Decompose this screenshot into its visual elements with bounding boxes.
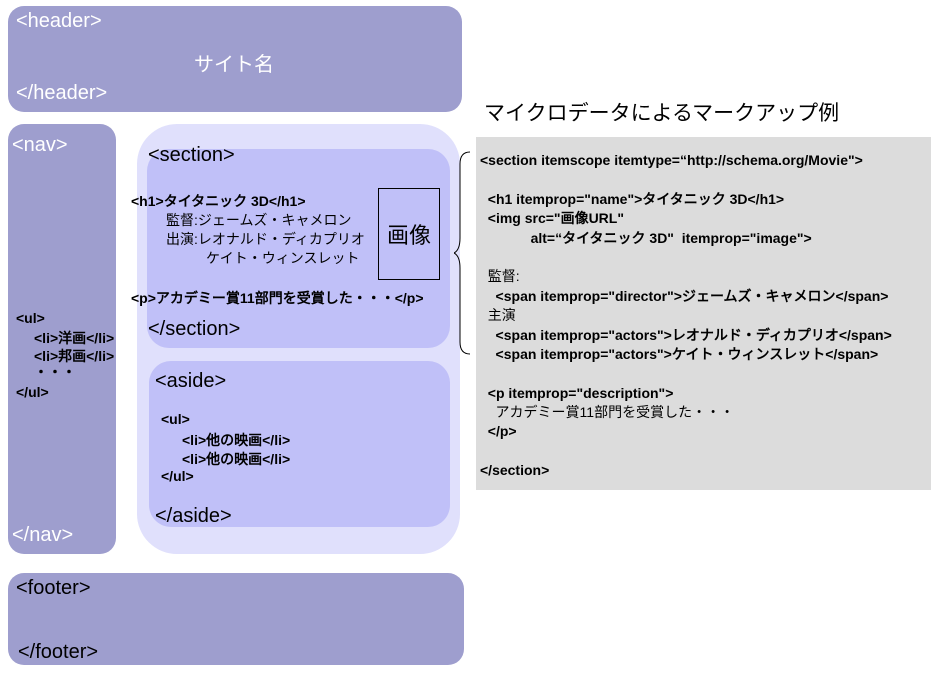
nav-block: <nav> <ul> <li>洋画</li> <li>邦画</li> ・・・ <… (8, 124, 116, 554)
section-actors-2: ケイト・ウィンスレット (206, 250, 360, 266)
code-line: <span itemprop="director">ジェームズ・キャメロン</s… (480, 287, 889, 304)
nav-list-line: <li>邦画</li> (34, 348, 115, 364)
code-line: </section> (480, 462, 550, 479)
code-line: <span itemprop="actors">レオナルド・ディカプリオ</sp… (480, 326, 892, 343)
nav-list-line: ・・・ (34, 364, 76, 380)
section-close-tag: </section> (148, 318, 241, 340)
code-line: 主演 (480, 307, 516, 324)
markup-code-box: <section itemscope itemtype=“http://sche… (476, 137, 931, 490)
image-label: 画像 (386, 223, 431, 248)
brace-icon (454, 151, 471, 355)
header-close-tag: </header> (16, 82, 108, 104)
nav-list-line: </ul> (16, 384, 49, 400)
code-line: <section itemscope itemtype=“http://sche… (480, 152, 863, 168)
footer-open-tag: <footer> (16, 577, 91, 599)
site-name: サイト名 (194, 54, 274, 76)
footer-block: <footer> </footer> (8, 573, 464, 665)
aside-block (149, 361, 450, 527)
nav-list-line: <li>洋画</li> (34, 330, 115, 346)
section-director: 監督:ジェームズ・キャメロン (166, 212, 352, 228)
nav-open-tag: <nav> (12, 134, 68, 156)
section-actors-1: 出演:レオナルド・ディカプリオ (166, 231, 365, 247)
markup-title: マイクロデータによるマークアップ例 (484, 102, 840, 125)
footer-close-tag: </footer> (18, 641, 99, 663)
code-line (480, 170, 892, 189)
aside-open-tag: <aside> (155, 370, 227, 392)
header-block: <header> サイト名 </header> (8, 6, 462, 112)
header-open-tag: <header> (16, 10, 102, 32)
section-h1: <h1>タイタニック 3D</h1> (131, 193, 306, 209)
code-line (480, 442, 892, 461)
code-line: <p itemprop="description"> (480, 384, 674, 401)
section-open-tag: <section> (148, 144, 235, 166)
aside-list-line: <li>他の映画</li> (182, 432, 291, 448)
code-line: <span itemprop="actors">ケイト・ウィンスレット</spa… (480, 345, 879, 362)
section-paragraph: <p>アカデミー賞11部門を受賞した・・・</p> (131, 290, 424, 306)
aside-list-line: <li>他の映画</li> (182, 451, 291, 467)
nav-list-line: <ul> (16, 310, 45, 326)
code-line (480, 364, 892, 383)
section-block (147, 149, 450, 348)
aside-list-line: <ul> (161, 411, 190, 427)
code-line: アカデミー賞11部門を受賞した・・・ (480, 404, 735, 421)
aside-list-line: </ul> (161, 468, 194, 484)
code-line: 監督: (480, 268, 520, 285)
nav-close-tag: </nav> (12, 524, 74, 546)
code-line: <h1 itemprop="name">タイタニック 3D</h1> (480, 190, 785, 207)
code-line (480, 248, 892, 267)
aside-close-tag: </aside> (155, 505, 232, 527)
code-line: alt=“タイタニック 3D" itemprop="image"> (480, 229, 812, 246)
markup-code: <section itemscope itemtype=“http://sche… (480, 151, 892, 481)
code-line: <img src="画像URL" (480, 210, 624, 227)
code-line: </p> (480, 423, 517, 440)
image-placeholder: 画像 (378, 188, 440, 280)
